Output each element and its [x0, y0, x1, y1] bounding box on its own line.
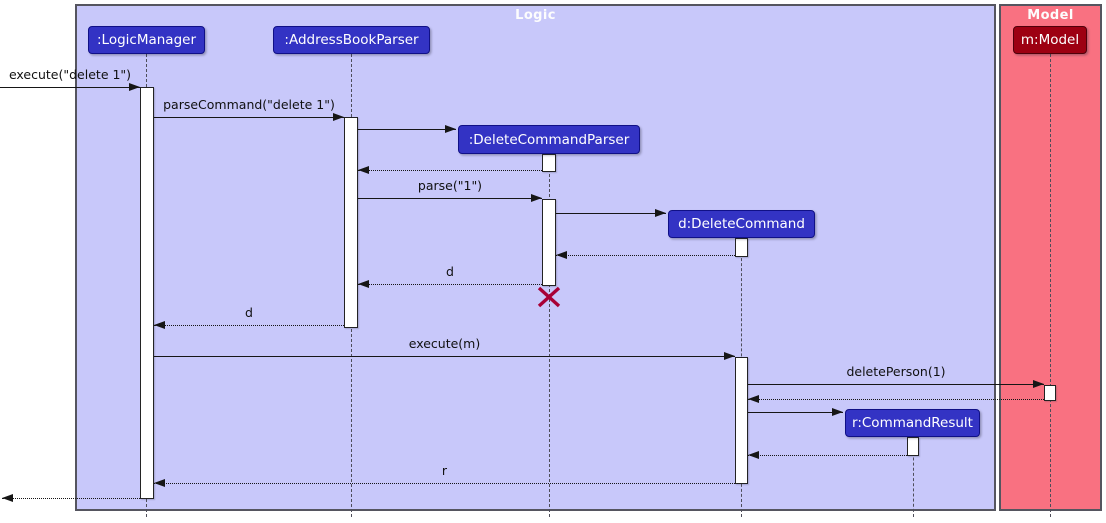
participant-addressbookparser-label: :AddressBookParser — [284, 32, 419, 48]
msg-return-r-arrowhead-icon — [154, 479, 165, 487]
msg-parsecommand-arrowhead-icon — [333, 113, 344, 121]
activation-deletecommand-create — [735, 238, 748, 257]
msg-return-deleteperson-arrowhead-icon — [748, 395, 759, 403]
participant-deletecommandparser-label: :DeleteCommandParser — [468, 131, 630, 148]
msg-return-create-result-arrowhead-icon — [748, 451, 759, 459]
participant-model: m:Model — [1013, 26, 1087, 54]
lifeline-deletecommandparser — [549, 154, 550, 517]
msg-return-d-to-logicmanager-label: d — [245, 305, 253, 320]
logic-frame: Logic — [75, 4, 996, 511]
msg-create-deletecommandparser — [358, 129, 456, 130]
msg-execute-delete — [0, 87, 140, 88]
participant-addressbookparser: :AddressBookParser — [273, 26, 430, 54]
participant-commandresult: r:CommandResult — [845, 409, 980, 437]
msg-return-final — [2, 498, 140, 499]
participant-commandresult-label: r:CommandResult — [852, 415, 973, 431]
msg-return-d-to-addressbookparser — [358, 284, 542, 285]
msg-parse-arrowhead-icon — [531, 194, 542, 202]
msg-parsecommand-label: parseCommand("delete 1") — [163, 97, 335, 112]
activation-deletecommandparser-create — [542, 154, 556, 172]
lifeline-commandresult — [913, 437, 914, 517]
participant-deletecommandparser: :DeleteCommandParser — [458, 125, 640, 154]
destroy-x-marker — [536, 286, 562, 308]
msg-return-deleteperson — [748, 399, 1044, 400]
msg-deleteperson-label: deletePerson(1) — [846, 364, 946, 379]
msg-return-d-to-addressbookparser-label: d — [446, 264, 454, 279]
participant-deletecommand-label: d:DeleteCommand — [678, 216, 805, 232]
activation-deletecommand-execute — [735, 357, 748, 484]
msg-return-create-command-arrowhead-icon — [556, 251, 567, 259]
msg-execute-delete-label: execute("delete 1") — [8, 67, 132, 82]
activation-model — [1044, 385, 1056, 401]
logic-frame-title: Logic — [515, 8, 556, 23]
msg-create-commandresult-arrowhead-icon — [832, 408, 843, 416]
msg-create-commandresult — [748, 412, 843, 413]
participant-deletecommand: d:DeleteCommand — [668, 210, 815, 238]
msg-return-r — [154, 483, 735, 484]
participant-logicmanager-label: :LogicManager — [96, 32, 196, 48]
msg-deleteperson — [748, 384, 1044, 385]
msg-execute-m-label: execute(m) — [408, 336, 481, 351]
msg-create-deletecommand — [556, 213, 666, 214]
activation-deletecommandparser-parse — [542, 199, 556, 286]
participant-model-label: m:Model — [1020, 32, 1080, 48]
activation-addressbookparser — [344, 117, 358, 328]
msg-execute-m — [154, 356, 735, 357]
msg-create-deletecommand-arrowhead-icon — [655, 209, 666, 217]
msg-parsecommand — [154, 117, 344, 118]
activation-logicmanager — [140, 87, 154, 499]
lifeline-model — [1050, 54, 1051, 517]
msg-deleteperson-arrowhead-icon — [1033, 380, 1044, 388]
msg-return-create-parser — [358, 170, 542, 171]
msg-execute-m-arrowhead-icon — [724, 352, 735, 360]
msg-return-d-to-logicmanager — [154, 325, 344, 326]
msg-parse-label: parse("1") — [417, 178, 483, 193]
msg-return-create-result — [748, 455, 907, 456]
msg-execute-delete-arrowhead-icon — [129, 83, 140, 91]
model-frame-title: Model — [1027, 8, 1074, 23]
msg-parse — [358, 198, 542, 199]
msg-return-final-arrowhead-icon — [2, 494, 13, 502]
msg-return-d-to-logicmanager-arrowhead-icon — [154, 321, 165, 329]
msg-return-create-parser-arrowhead-icon — [358, 166, 369, 174]
activation-commandresult — [907, 437, 919, 456]
msg-return-r-label: r — [441, 463, 448, 478]
msg-create-deletecommandparser-arrowhead-icon — [445, 125, 456, 133]
msg-return-d-to-addressbookparser-arrowhead-icon — [358, 280, 369, 288]
msg-return-create-command — [556, 255, 735, 256]
participant-logicmanager: :LogicManager — [88, 26, 205, 54]
